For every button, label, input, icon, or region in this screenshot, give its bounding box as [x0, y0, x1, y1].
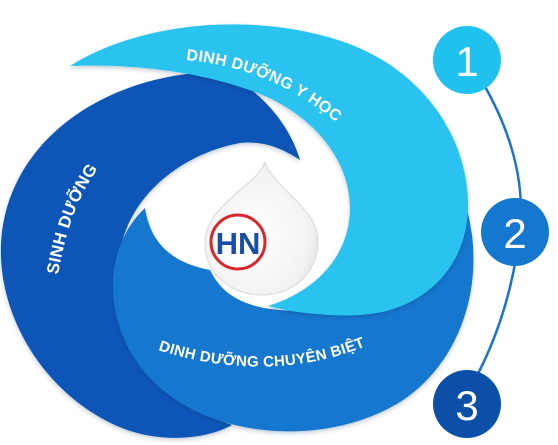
segment-sinh-duong	[0, 71, 301, 438]
step-3-circle	[433, 370, 501, 438]
segment-dinh-duong-y-hoc	[70, 24, 468, 316]
logo-letters: HN	[216, 226, 261, 261]
step-2: 2	[481, 198, 549, 266]
step-1: 1	[433, 26, 501, 94]
step-1-number: 1	[455, 38, 478, 85]
step-3-number: 3	[455, 382, 478, 429]
step-2-circle	[481, 198, 549, 266]
step-1-circle	[433, 26, 501, 94]
logo-ring	[209, 213, 267, 271]
hn-logo: HN	[209, 213, 267, 271]
segment-dinh-duong-chuyen-biet	[112, 180, 474, 432]
step-3: 3	[433, 370, 501, 438]
step-2-number: 2	[503, 210, 526, 257]
